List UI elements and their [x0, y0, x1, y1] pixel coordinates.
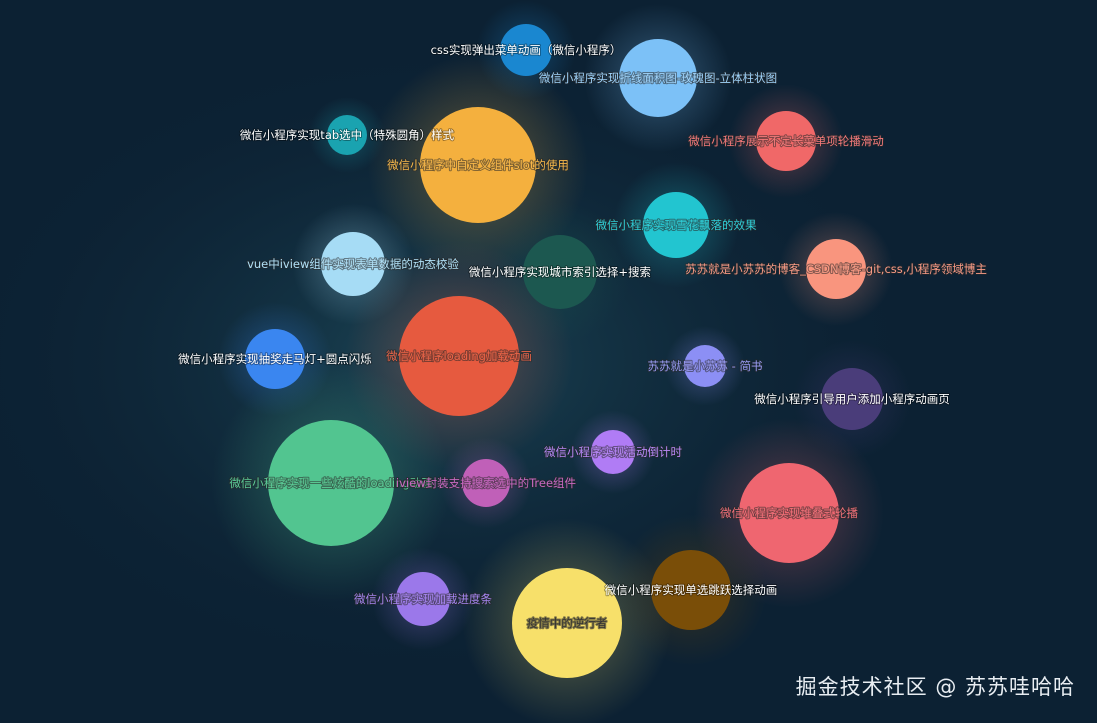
bubble[interactable]	[821, 368, 883, 430]
bubble[interactable]	[399, 296, 519, 416]
watermark: 掘金技术社区 @ 苏苏哇哈哈	[795, 675, 1075, 699]
bubble[interactable]	[591, 430, 635, 474]
bubble[interactable]	[684, 345, 726, 387]
bubble-label[interactable]: 微信小程序实现加载进度条	[353, 591, 493, 607]
bubble[interactable]	[321, 232, 385, 296]
bubble-label[interactable]: vue中iview组件实现表单数据的动态校验	[246, 256, 460, 272]
bubble-label[interactable]: 微信小程序实现折线面积图-玫瑰图-立体柱状图	[538, 70, 778, 86]
bubble[interactable]	[245, 329, 305, 389]
bubble-label[interactable]: 微信小程序实现一些炫酷的loading动画	[228, 475, 433, 491]
bubble[interactable]	[739, 463, 839, 563]
bubble-label[interactable]: 微信小程序中自定义组件slot的使用	[386, 157, 570, 173]
bubble-label[interactable]: 微信小程序实现堆叠式轮播	[719, 505, 859, 521]
bubble[interactable]	[756, 111, 816, 171]
bubble-label[interactable]: 微信小程序展示不定长菜单项轮播滑动	[687, 133, 885, 149]
bubble-label[interactable]: 苏苏就是小苏苏 - 简书	[647, 358, 764, 374]
bubble-label[interactable]: iview封装支持搜索选中的Tree组件	[395, 475, 577, 491]
bubble-label[interactable]: css实现弹出菜单动画（微信小程序）	[430, 42, 623, 58]
bubble[interactable]	[523, 235, 597, 309]
bubble[interactable]	[396, 572, 450, 626]
bubble[interactable]	[806, 239, 866, 299]
bubble-label[interactable]: 微信小程序实现城市索引选择+搜索	[468, 264, 652, 280]
bubble[interactable]	[268, 420, 394, 546]
bubble-label[interactable]: 疫情中的逆行者	[526, 615, 609, 631]
bubble[interactable]	[512, 568, 622, 678]
bubble[interactable]	[500, 24, 552, 76]
bubble-label[interactable]: 微信小程序引导用户添加小程序动画页	[753, 391, 951, 407]
bubble-label[interactable]: 微信小程序实现活动倒计时	[543, 444, 683, 460]
bubble-label[interactable]: 苏苏就是小苏苏的博客_CSDN博客-git,css,小程序领域博主	[684, 261, 988, 277]
bubble[interactable]	[462, 459, 510, 507]
bubble[interactable]	[327, 115, 367, 155]
bubble[interactable]	[643, 192, 709, 258]
bubble[interactable]	[420, 107, 536, 223]
bubble-label[interactable]: 微信小程序实现单选跳跃选择动画	[604, 582, 779, 598]
bubble-label[interactable]: 微信小程序实现tab选中（特殊圆角）样式	[239, 127, 456, 143]
bubble-label[interactable]: 微信小程序loading加载动画	[385, 348, 533, 364]
bubble-label[interactable]: 微信小程序实现抽奖走马灯+圆点闪烁	[177, 351, 373, 367]
bubble[interactable]	[651, 550, 731, 630]
bubble-label[interactable]: 微信小程序实现雪花飘落的效果	[595, 217, 758, 233]
bubble[interactable]	[619, 39, 697, 117]
